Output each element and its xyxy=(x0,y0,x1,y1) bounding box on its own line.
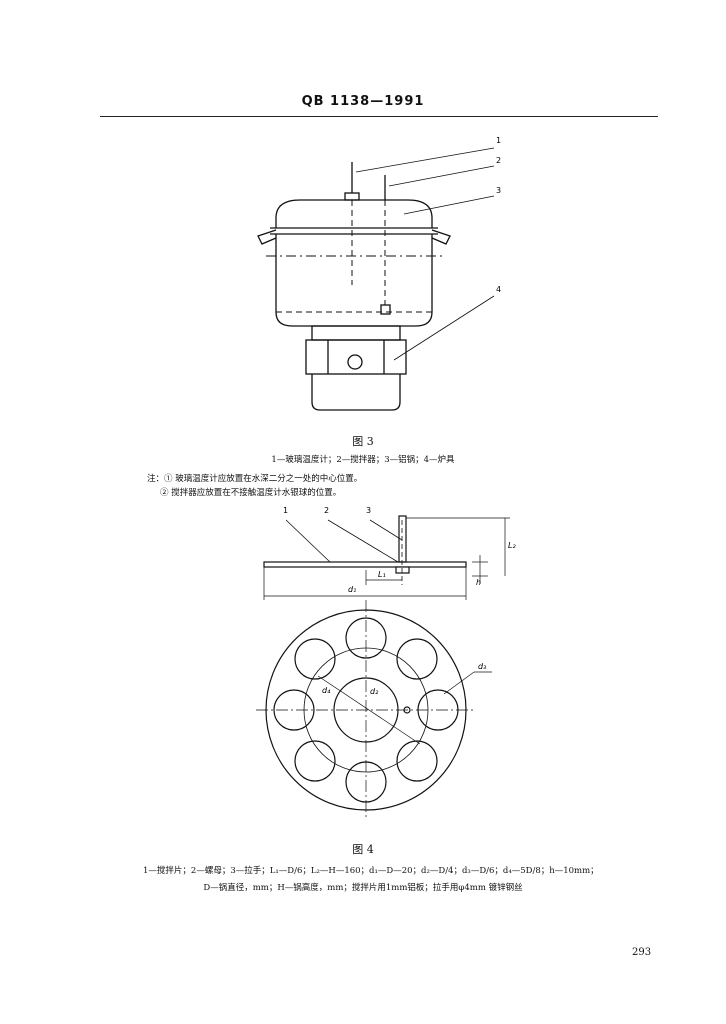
figure-3-drawing: 1 2 3 4 xyxy=(257,136,501,411)
pot-handle-left xyxy=(257,229,277,245)
fig4-callout-3: 3 xyxy=(366,506,371,515)
dim-h-label: h xyxy=(476,578,481,587)
figure-3-note-1: 注：① 玻璃温度计应放置在水深二分之一处的中心位置。 xyxy=(147,474,363,484)
figure-4-legend-line-1: 1—搅拌片；2—螺母；3—拉手；L₁—D/6；L₂—H—160；d₁—D—20；… xyxy=(143,866,599,876)
figure-3-legend: 1—玻璃温度计；2—搅拌器；3—铝锅；4—炉具 xyxy=(271,455,455,465)
figure-4-drawing: 1 2 3 L₂ L₁ h d₁ d₃ d₄ d₂ xyxy=(256,506,516,820)
figure-3-caption: 图 3 xyxy=(352,435,374,448)
standard-code-header: QB 1138—1991 xyxy=(301,94,425,109)
fig3-callout-1: 1 xyxy=(496,136,501,145)
handle-rod xyxy=(398,515,407,563)
pot-lid xyxy=(275,199,433,228)
dim-l2-label: L₂ xyxy=(508,541,516,550)
stove-body xyxy=(305,339,407,375)
fig4-callout-1: 1 xyxy=(283,506,288,515)
figure-4-caption: 图 4 xyxy=(352,843,374,856)
stirrer-plate-side xyxy=(263,561,467,568)
figure-4-legend-line-2: D—锅直径，mm；H—锅高度，mm；搅拌片用1mm铝板；拉手用φ4mm 镀锌钢丝 xyxy=(203,883,523,893)
stove-base xyxy=(311,374,401,411)
fig4-callout-2: 2 xyxy=(324,506,329,515)
stove-knob xyxy=(347,354,363,370)
nut xyxy=(395,566,410,574)
fig3-callout-3: 3 xyxy=(496,186,501,195)
stirrer-foot xyxy=(380,304,391,315)
dim-l1-label: L₁ xyxy=(378,570,386,579)
dim-d1-label: d₁ xyxy=(348,585,356,594)
figure-3-note-2: ② 搅拌器应放置在不接触温度计水银球的位置。 xyxy=(160,488,342,498)
pot-handle-right xyxy=(431,229,451,245)
page-number: 293 xyxy=(632,947,652,958)
dim-d3-label: d₃ xyxy=(478,662,486,671)
dim-d4-label: d₄ xyxy=(322,686,331,695)
header-rule xyxy=(100,116,658,117)
dim-d2-label: d₂ xyxy=(370,687,379,696)
fig3-callout-2: 2 xyxy=(496,156,501,165)
fig3-callout-4: 4 xyxy=(496,285,501,294)
